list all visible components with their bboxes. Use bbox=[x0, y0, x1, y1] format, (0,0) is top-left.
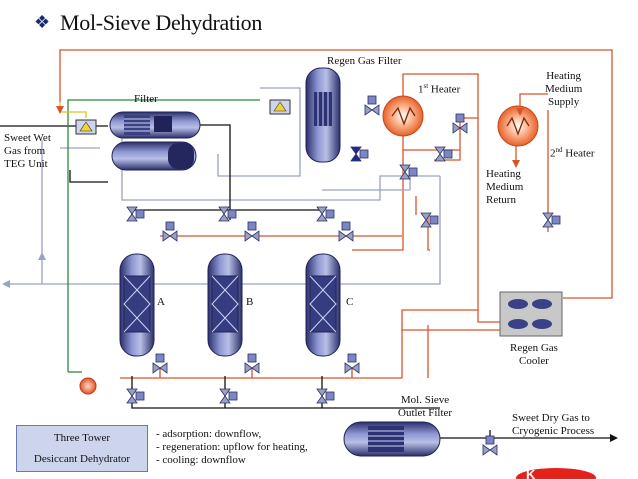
valve-icon bbox=[452, 113, 468, 134]
first-heater-icon bbox=[382, 95, 424, 137]
pump-icon bbox=[79, 377, 97, 395]
legend-box-line: Three Tower bbox=[53, 432, 111, 444]
sweet-dry-gas-label: Sweet Dry Gas to Cryogenic Process bbox=[512, 412, 595, 437]
valves bbox=[126, 95, 561, 456]
legend-box-line: Desiccant Dehydrator bbox=[33, 453, 131, 465]
title-bullet-icon: ❖ bbox=[34, 12, 51, 32]
tower-b bbox=[207, 253, 243, 357]
logo-letter: K bbox=[526, 467, 536, 479]
tower-b-label: B bbox=[246, 296, 254, 308]
tower-a bbox=[119, 253, 155, 357]
red-arrowhead-icon bbox=[56, 106, 524, 168]
flow-notes: - adsorption: downflow, - regeneration: … bbox=[156, 428, 308, 466]
heating-medium-supply-label: Heating Medium Supply bbox=[545, 70, 583, 108]
valve-icon bbox=[364, 95, 380, 116]
valve-icon bbox=[399, 164, 418, 180]
regen-gas-filter-label: Regen Gas Filter bbox=[327, 55, 402, 67]
valve-icon bbox=[126, 388, 145, 404]
valve-icon bbox=[162, 221, 178, 242]
heating-medium-return-label: Heating Medium Return bbox=[486, 168, 524, 206]
filter-label: Filter bbox=[134, 93, 158, 105]
outlet-filter-vessel bbox=[343, 421, 441, 457]
green-line bbox=[67, 99, 260, 373]
second-heater-label: 2nd Heater bbox=[550, 146, 595, 160]
valve-icon bbox=[244, 353, 260, 374]
valve-icon bbox=[344, 353, 360, 374]
valve-icon bbox=[350, 146, 369, 162]
regen-gas-cooler-label: Regen Gas Cooler bbox=[510, 342, 558, 367]
valve-icon bbox=[434, 146, 453, 162]
valve-icon bbox=[152, 353, 168, 374]
second-heater-icon bbox=[497, 105, 539, 147]
valve-icon bbox=[126, 206, 145, 222]
black-arrowhead-icon bbox=[610, 434, 618, 442]
outlet-filter-label: Mol. Sieve Outlet Filter bbox=[398, 394, 453, 419]
gray-gas-lines bbox=[10, 87, 441, 285]
valve-icon bbox=[244, 221, 260, 242]
valve-icon bbox=[338, 221, 354, 242]
valve-icon bbox=[219, 388, 238, 404]
company-logo: K bbox=[516, 464, 596, 479]
page-title: Mol-Sieve Dehydration bbox=[60, 10, 263, 35]
flow-element-icon bbox=[269, 99, 291, 115]
valve-icon bbox=[316, 388, 335, 404]
yellow-line bbox=[59, 102, 87, 118]
valve-icon bbox=[218, 206, 237, 222]
regen-gas-filter-vessel bbox=[305, 67, 341, 163]
tower-a-label: A bbox=[157, 296, 165, 308]
valve-icon bbox=[316, 206, 335, 222]
first-heater-label: 1st Heater bbox=[418, 82, 461, 96]
valve-icon bbox=[482, 435, 498, 456]
gray-arrowhead-icon bbox=[2, 252, 46, 288]
legend-box: Three Tower Desiccant Dehydrator bbox=[16, 425, 148, 472]
regen-gas-cooler bbox=[499, 291, 563, 337]
valve-icon bbox=[542, 212, 561, 228]
flow-element-icon bbox=[75, 119, 97, 135]
tower-c bbox=[305, 253, 341, 357]
valve-icon bbox=[420, 212, 439, 228]
tower-c-label: C bbox=[346, 296, 354, 308]
sweet-wet-gas-label: Sweet Wet Gas from TEG Unit bbox=[4, 132, 51, 170]
filter-vessel bbox=[109, 111, 201, 171]
